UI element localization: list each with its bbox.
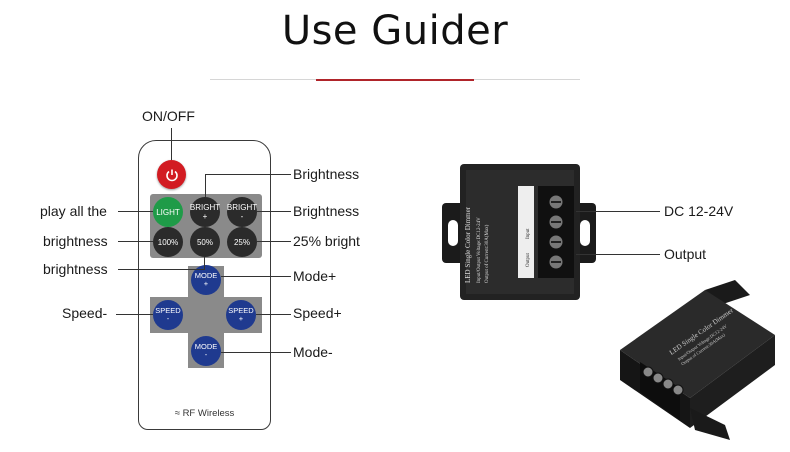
light-button-label: LIGHT	[156, 207, 180, 217]
leader-brightness-2-vertical	[204, 257, 205, 270]
leader-dc	[576, 211, 660, 212]
leader-brightness-down	[257, 211, 291, 212]
rf-wireless-footer: ≈ RF Wireless	[138, 408, 271, 419]
leader-play-all	[118, 211, 153, 212]
on-off-leader-line	[171, 128, 172, 160]
leader-speed-plus	[256, 314, 291, 315]
speed-up-sign: +	[238, 314, 244, 323]
leader-brightness-up	[205, 174, 291, 175]
page-title: Use Guider	[281, 8, 509, 54]
label-brightness-2: brightness	[43, 261, 108, 277]
speed-up-button[interactable]: SPEED +	[226, 300, 256, 330]
mode-up-sign: +	[203, 279, 209, 288]
terminal-output-print: Output	[526, 253, 531, 268]
leader-25-bright	[257, 241, 291, 242]
label-brightness-up: Brightness	[293, 166, 360, 182]
brightness-100-button[interactable]: 100%	[153, 227, 183, 257]
dimmer-controller-angled: LED Single Color Dimmer Input/Output Vol…	[620, 280, 775, 440]
brightness-50-label: 50%	[196, 237, 213, 247]
device-voltage-print: Input/Output Voltage:DC12-24V	[477, 217, 482, 283]
leader-brightness-2	[118, 269, 204, 270]
label-25-bright: 25% bright	[293, 233, 360, 249]
mode-up-button[interactable]: MODE +	[191, 265, 221, 295]
leader-mode-plus	[221, 276, 291, 277]
leader-output	[576, 254, 660, 255]
bright-down-button[interactable]: BRIGHT -	[227, 197, 257, 227]
leader-brightness-up-vertical	[205, 174, 206, 197]
device-current-print: Output of Current:30A(Max)	[485, 224, 490, 283]
device-name-print: LED Single Color Dimmer	[464, 206, 472, 283]
bright-up-sign: +	[202, 212, 208, 221]
brightness-25-button[interactable]: 25%	[227, 227, 257, 257]
mode-down-sign: -	[204, 350, 208, 359]
label-dc-12-24v: DC 12-24V	[664, 203, 734, 219]
light-button[interactable]: LIGHT	[153, 197, 183, 227]
speed-down-button[interactable]: SPEED -	[153, 300, 183, 330]
leader-brightness-1	[118, 241, 153, 242]
label-output: Output	[664, 246, 707, 262]
brightness-50-button[interactable]: 50%	[190, 227, 220, 257]
terminal-input-print: Input	[526, 228, 531, 239]
on-off-label: ON/OFF	[142, 108, 195, 124]
wifi-icon: ≈	[174, 408, 183, 419]
label-speed-minus: Speed-	[62, 305, 108, 321]
dimmer-controller-front: LED Single Color Dimmer Input/Output Vol…	[442, 164, 596, 300]
power-button[interactable]	[157, 160, 186, 189]
label-speed-plus: Speed+	[293, 305, 342, 321]
leader-speed-minus	[116, 314, 153, 315]
label-mode-minus: Mode-	[293, 344, 333, 360]
label-brightness-1: brightness	[43, 233, 108, 249]
leader-mode-minus	[221, 352, 291, 353]
bright-down-label: BRIGHT	[226, 203, 258, 212]
brightness-25-label: 25%	[233, 237, 250, 247]
speed-down-sign: -	[166, 314, 170, 323]
mode-down-button[interactable]: MODE -	[191, 336, 221, 366]
speed-up-label: SPEED	[228, 306, 254, 315]
label-play-all: play all the	[40, 203, 107, 219]
mode-down-label: MODE	[194, 342, 218, 351]
power-icon	[165, 169, 178, 181]
label-mode-plus: Mode+	[293, 268, 337, 284]
mode-up-label: MODE	[194, 271, 218, 280]
brightness-100-label: 100%	[157, 237, 179, 247]
bright-up-label: BRIGHT	[189, 203, 221, 212]
speed-down-label: SPEED	[155, 306, 181, 315]
rf-wireless-label: RF Wireless	[182, 408, 235, 419]
bright-up-button[interactable]: BRIGHT +	[190, 197, 220, 227]
title-divider-accent	[316, 79, 474, 81]
label-brightness-down: Brightness	[293, 203, 360, 219]
bright-down-sign: -	[240, 212, 244, 221]
